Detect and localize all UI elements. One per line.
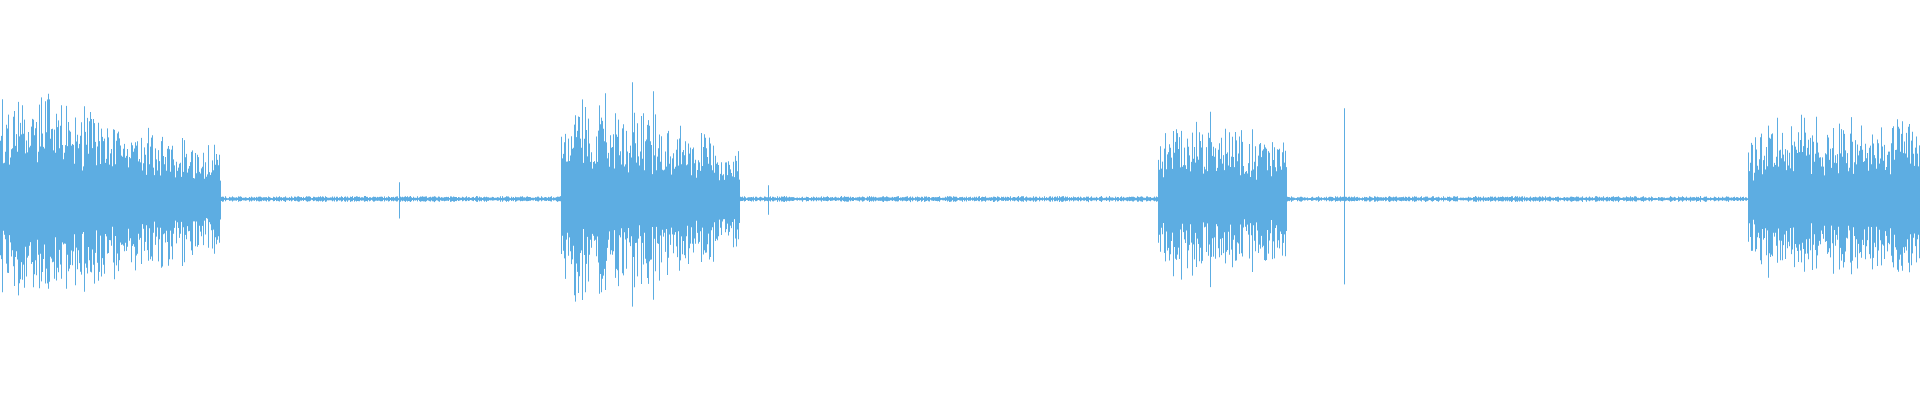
waveform-path [0, 82, 1920, 307]
waveform-bars [0, 82, 1920, 307]
